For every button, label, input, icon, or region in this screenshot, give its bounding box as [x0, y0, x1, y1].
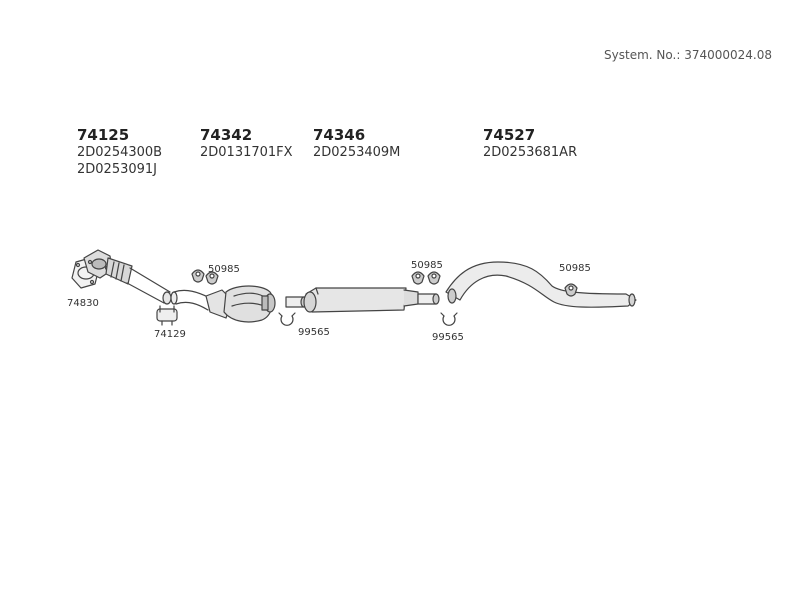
part-number: 74346: [313, 126, 366, 144]
sleeve-clamp-part: [156, 305, 178, 326]
clamp-front: [278, 312, 296, 326]
label-clamp-rear: 99565: [432, 332, 464, 343]
part-group-rear-pipe: 74527 2D0253681AR: [483, 126, 577, 161]
label-hanger-front: 50985: [208, 264, 240, 275]
part-group-middle-silencer: 74346 2D0253409M: [313, 126, 400, 161]
front-flange: [83, 249, 113, 279]
label-sleeve-clamp: 74129: [154, 329, 186, 340]
part-number: 74342: [200, 126, 253, 144]
label-gasket: 74830: [67, 298, 99, 309]
front-pipe: [105, 257, 172, 305]
part-reference: 2D0253409M: [313, 145, 401, 160]
clamp-rear: [440, 312, 458, 326]
connector-pipe: [170, 289, 211, 311]
label-clamp-front: 99565: [298, 327, 330, 338]
part-reference: 2D0253091J: [77, 162, 158, 177]
label-hanger-rear: 50985: [559, 263, 591, 274]
part-reference: 2D0253681AR: [483, 145, 578, 160]
hanger-mid: [411, 271, 441, 285]
catalytic-converter: [205, 285, 276, 323]
hanger-rear: [564, 283, 578, 297]
system-number: System. No.: 374000024.08: [604, 48, 772, 62]
part-number: 74527: [483, 126, 536, 144]
rear-pipe: [445, 261, 637, 308]
part-group-catalytic-converter: 74342 2D0131701FX: [200, 126, 293, 161]
label-hanger-mid: 50985: [411, 260, 443, 271]
middle-silencer: [303, 287, 440, 313]
part-reference: 2D0254300B: [77, 145, 163, 160]
part-group-front-pipe: 74125 2D0254300B 2D0253091J: [77, 126, 162, 178]
part-reference: 2D0131701FX: [200, 145, 293, 160]
hanger-front: [191, 269, 219, 285]
part-number: 74125: [77, 126, 130, 144]
